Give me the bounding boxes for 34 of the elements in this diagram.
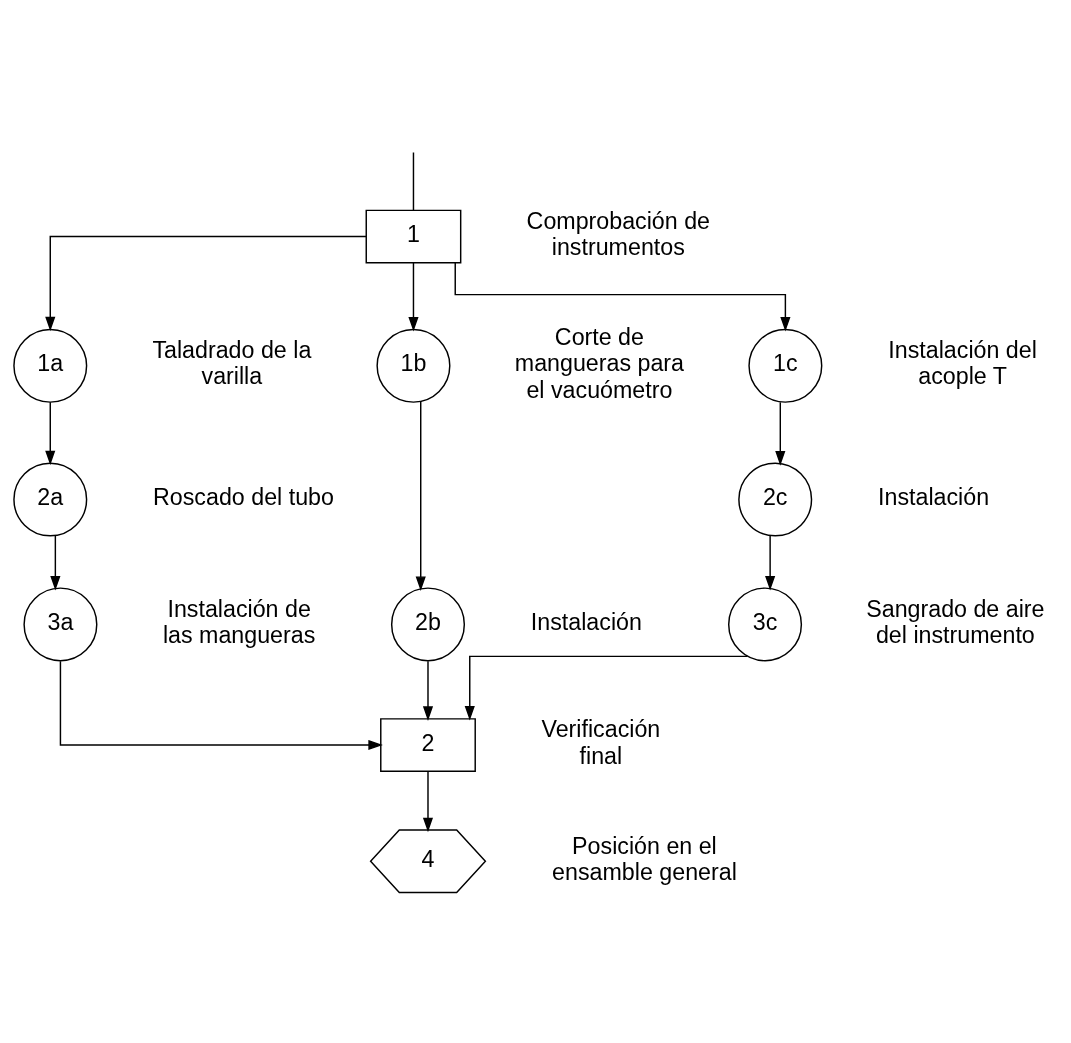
node-label: Taladrado de la varilla [152, 336, 312, 389]
arrow [59, 660, 383, 750]
arrow [775, 401, 786, 466]
node-circle: 2a [13, 461, 88, 537]
node-label: Comprobación de instrumentos [526, 207, 711, 260]
node-label: Posición en el ensamble general [552, 832, 737, 885]
node-circle: 2b [390, 586, 466, 661]
arrow [422, 660, 434, 721]
node-circle: 3a [23, 586, 98, 661]
node-box: 1 [365, 209, 462, 263]
arrow [50, 534, 61, 591]
node-label: Instalación [530, 608, 642, 635]
node-circle: 1a [13, 328, 88, 403]
arrow [415, 400, 426, 591]
arrow [454, 261, 791, 332]
node-circle: 1b [376, 328, 451, 403]
node-circle: 2c [738, 461, 813, 537]
node-label: Corte de mangueras para el vacuómetro [514, 323, 685, 402]
arrow [45, 235, 367, 331]
node-label: Sangrado de aire del instrumento [866, 595, 1045, 648]
arrow [765, 534, 776, 591]
node-label: Roscado del tubo [153, 483, 334, 510]
node-circle: 3c [728, 586, 803, 661]
node-label: Verificación final [541, 715, 661, 769]
node-label: Instalación [878, 483, 990, 510]
node-label: Instalación de las mangueras [162, 595, 316, 648]
connector [412, 151, 415, 211]
arrow [45, 401, 56, 465]
node-label: Instalación del acople T [888, 336, 1037, 389]
arrow [408, 261, 419, 332]
arrow [422, 770, 434, 832]
arrow [464, 655, 749, 721]
node-circle: 1c [748, 328, 823, 403]
node-box: 2 [380, 717, 476, 772]
